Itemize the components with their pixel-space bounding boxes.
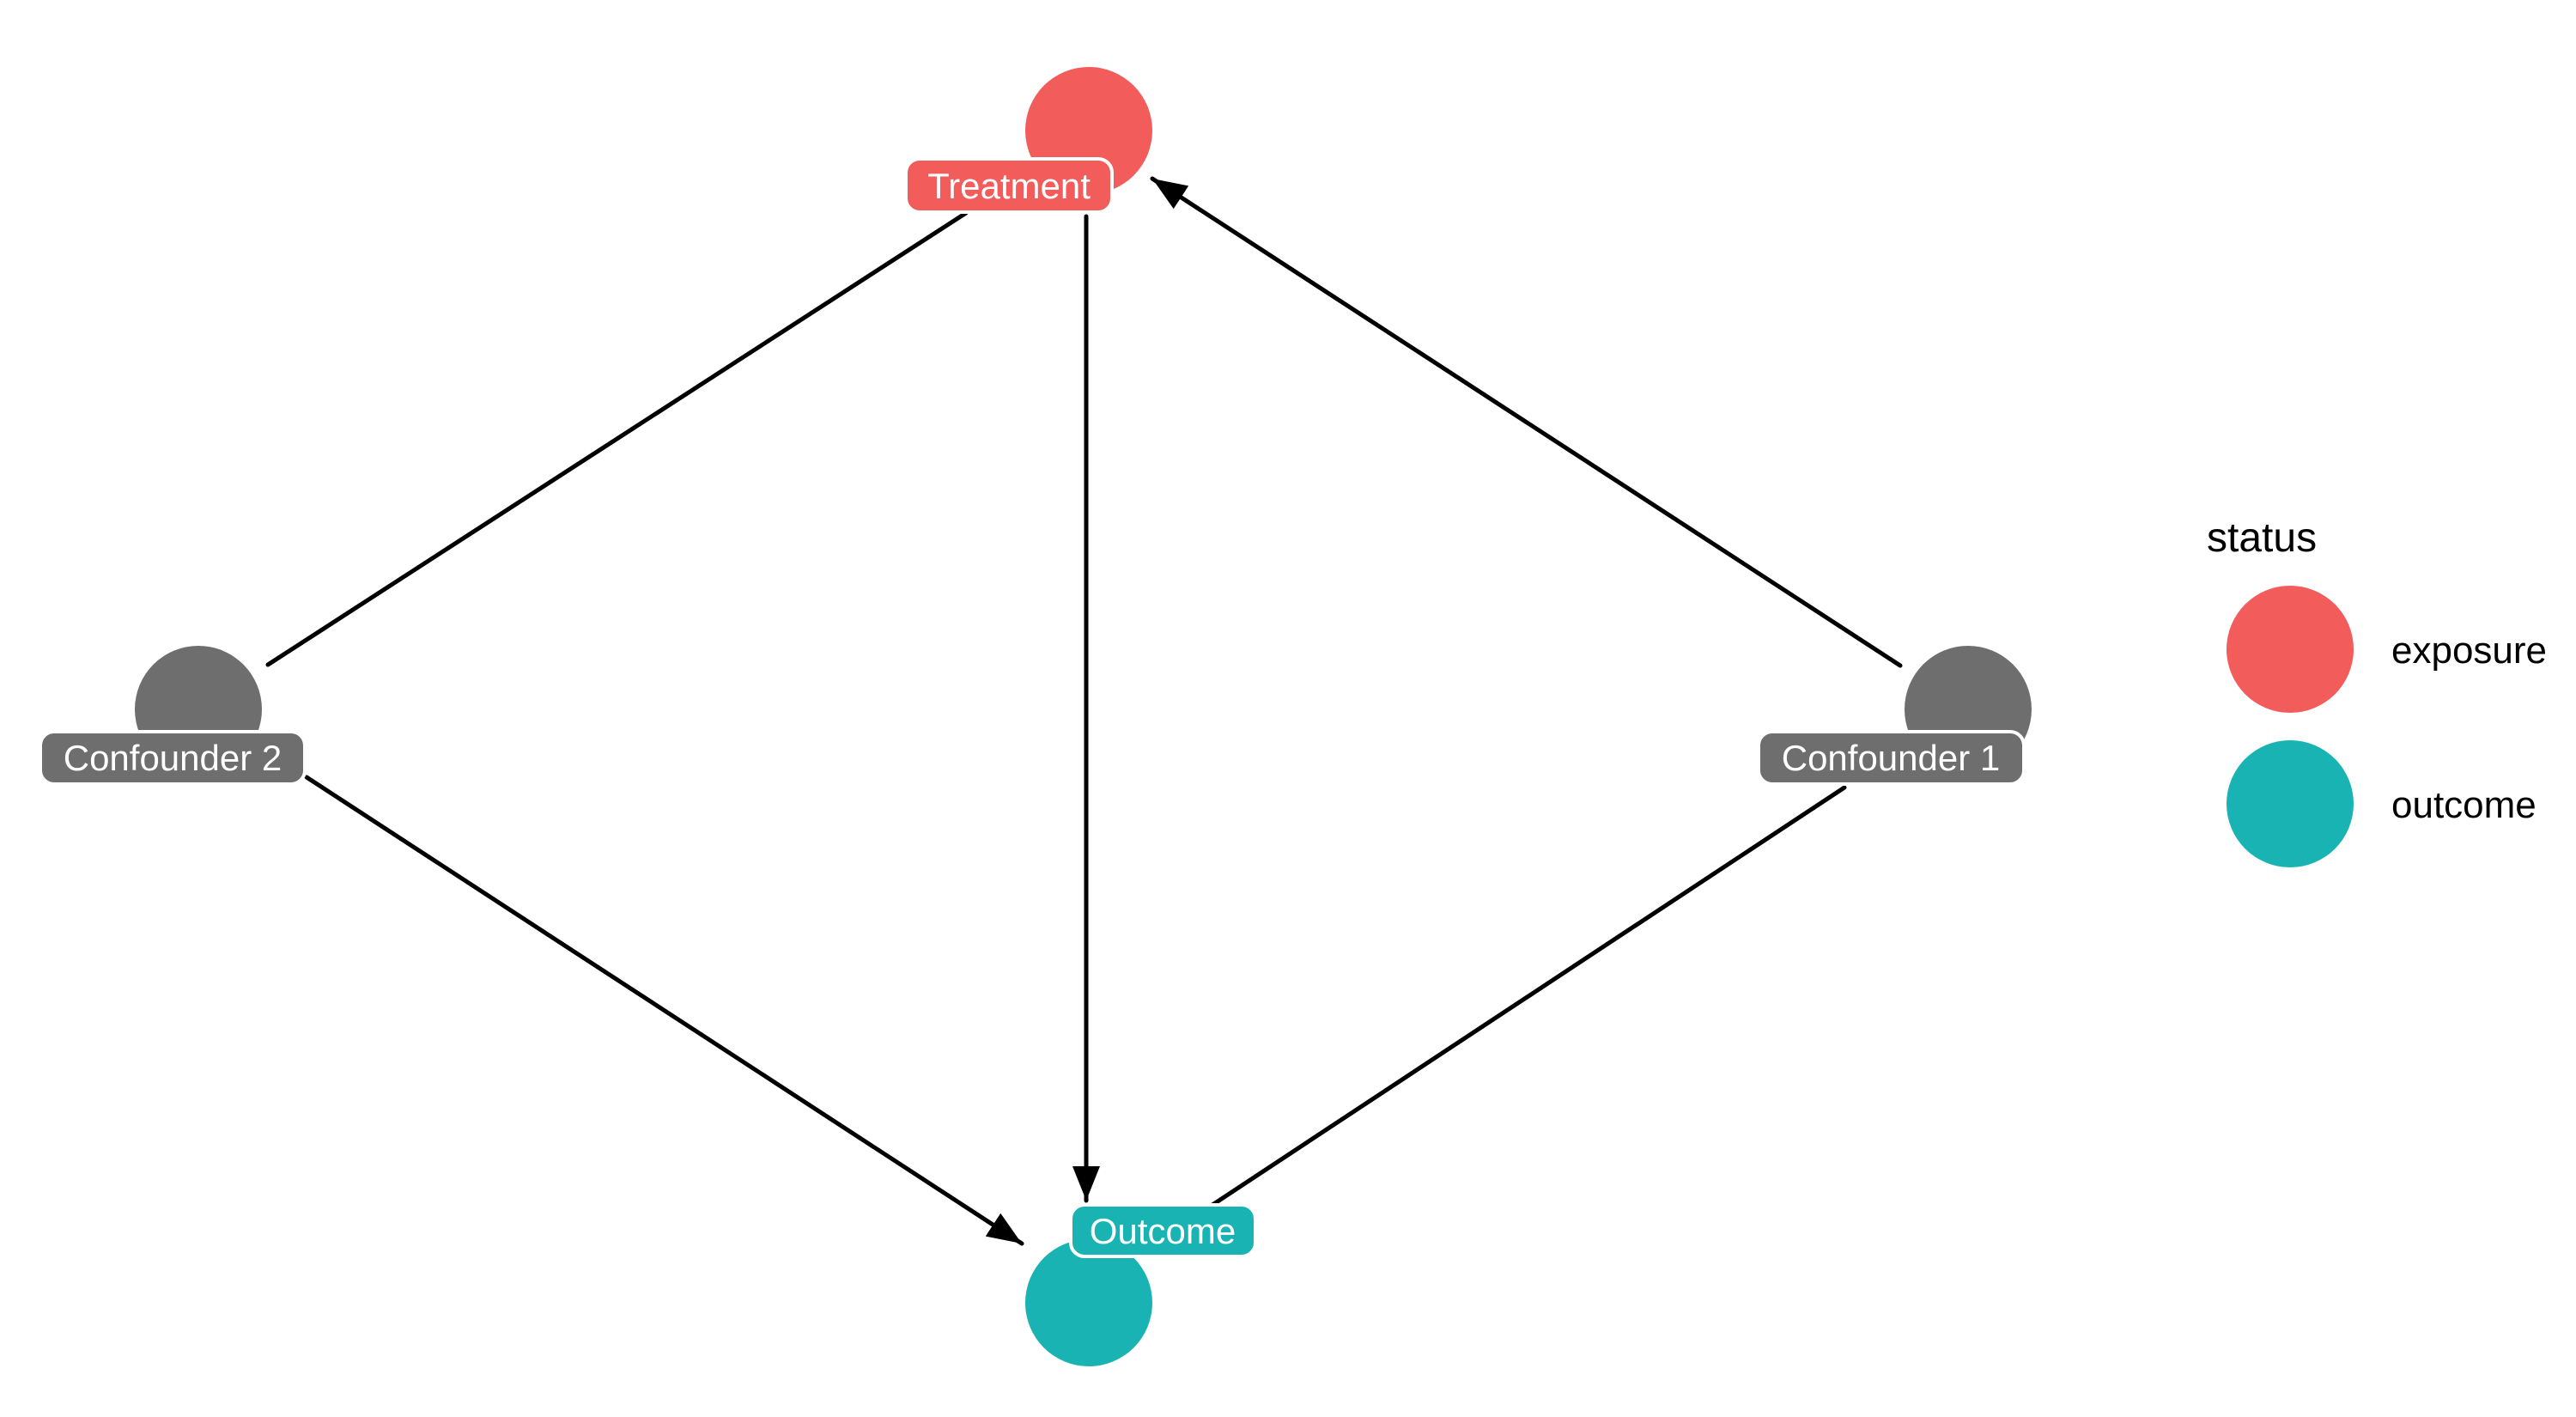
node-confounder2-label-box [39, 730, 307, 786]
legend-exposure-label: exposure [2391, 629, 2547, 672]
legend-outcome-swatch-icon [2227, 740, 2354, 867]
node-outcome-circle [1025, 1239, 1152, 1366]
legend-outcome-label: outcome [2391, 784, 2537, 826]
node-treatment-label-box [904, 157, 1114, 214]
node-treatment-label: Treatment [904, 157, 1114, 214]
node-outcome-label: Outcome [1069, 1203, 1257, 1258]
node-outcome-label-text: Outcome [1090, 1211, 1236, 1251]
node-outcome-label-box [1069, 1203, 1257, 1258]
node-confounder2-label: Confounder 2 [39, 730, 307, 786]
node-confounder1-label-box [1757, 730, 2026, 786]
legend-item-exposure: exposure [2227, 586, 2547, 713]
legend-item-outcome: outcome [2227, 740, 2537, 867]
edge-confounder2-to-treatment [265, 210, 969, 667]
legend-exposure-swatch-icon [2227, 586, 2354, 713]
node-treatment-label-text: Treatment [927, 166, 1091, 206]
legend: status exposure outcome [2207, 515, 2547, 867]
edge-confounder1-to-treatment [1150, 176, 1903, 668]
edge-confounder1-to-outcome [1210, 785, 1847, 1207]
edge-confounder2-to-outcome [304, 775, 1024, 1246]
node-confounder1-label: Confounder 1 [1757, 730, 2026, 786]
node-confounder1-label-text: Confounder 1 [1782, 738, 2001, 778]
legend-title: status [2207, 515, 2317, 561]
node-confounder2-label-text: Confounder 2 [64, 738, 283, 778]
